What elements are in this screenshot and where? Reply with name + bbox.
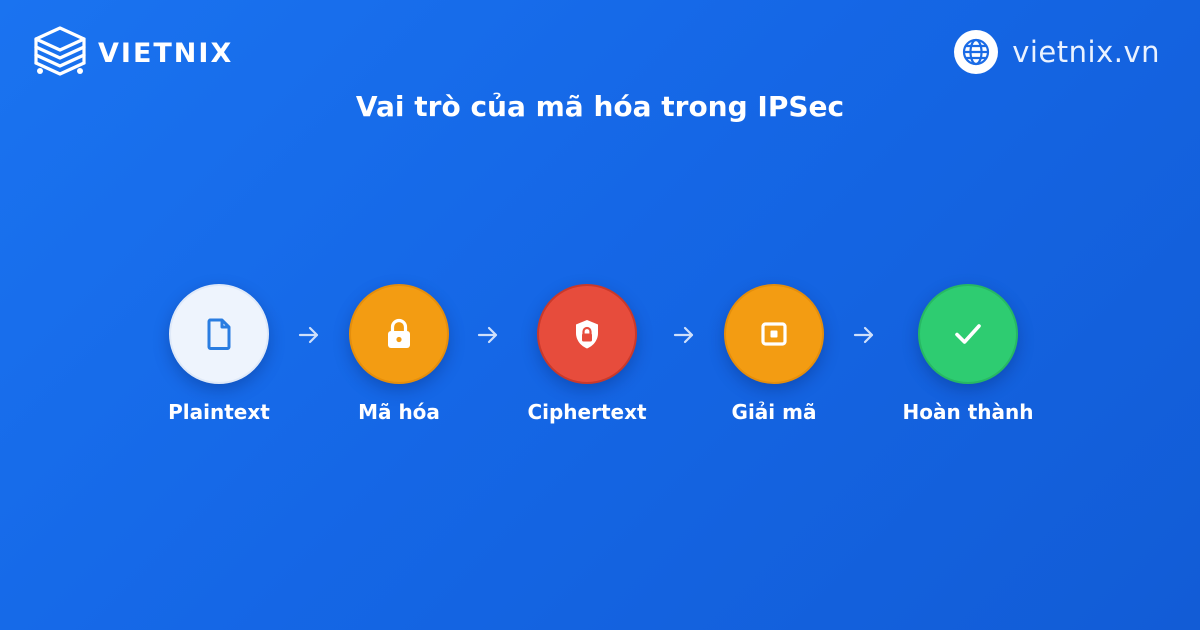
document-icon (207, 318, 231, 350)
lock-icon (388, 318, 410, 348)
stacked-layers-icon (34, 26, 86, 76)
arrow-right-icon (477, 326, 498, 344)
site-url: vietnix.vn (1012, 35, 1160, 69)
step-encrypt: Mã hóa (299, 284, 499, 424)
diagram-title: Vai trò của mã hóa trong IPSec (355, 90, 845, 123)
arrow-right-icon (853, 326, 874, 344)
step-node (724, 284, 824, 384)
arrow-right-icon (673, 326, 694, 344)
step-node (169, 284, 269, 384)
globe-icon (954, 30, 999, 74)
step-label: Hoàn thành (902, 400, 1034, 424)
unlock-frame-icon (761, 322, 787, 346)
step-label: Mã hóa (358, 400, 440, 424)
step-label: Ciphertext (527, 400, 647, 424)
step-node (537, 284, 637, 384)
step-label: Plaintext (168, 400, 270, 424)
checkmark-icon (955, 324, 981, 344)
step-ciphertext: Ciphertext (487, 284, 687, 424)
step-plaintext: Plaintext (119, 284, 319, 424)
website: vietnix.vn (954, 30, 1160, 74)
step-label: Giải mã (731, 400, 817, 424)
brand-name: VIETNIX (98, 37, 234, 69)
step-node (918, 284, 1018, 384)
brand: VIETNIX (32, 24, 233, 82)
shield-lock-icon (576, 320, 598, 349)
step-decrypt: Giải mã (674, 284, 874, 424)
step-complete: Hoàn thành (868, 284, 1068, 424)
step-node (349, 284, 449, 384)
arrow-right-icon (298, 326, 319, 344)
